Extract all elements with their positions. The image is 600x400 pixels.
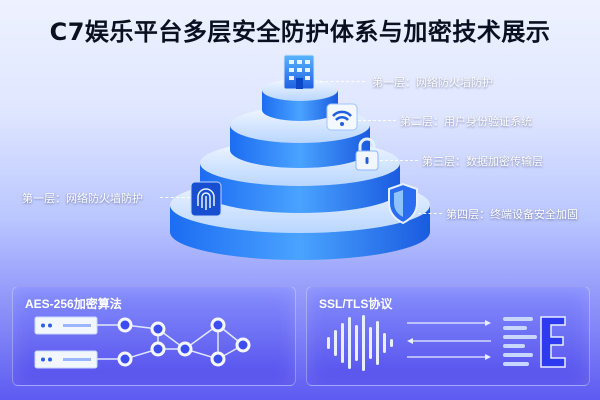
left-layer-label: 第一层：网络防火墙防护 — [22, 192, 143, 205]
connector-layer-2 — [358, 120, 396, 121]
network-node — [210, 351, 226, 367]
network-node — [235, 337, 251, 353]
connector-layer-3 — [380, 160, 418, 161]
layer-2-label: 第二层：用户身份验证系统 — [400, 115, 532, 128]
network-node — [117, 317, 133, 333]
building-icon — [283, 54, 315, 90]
encryption-network-graphic — [34, 316, 251, 369]
ssl-panel-title: SSL/TLS协议 — [319, 297, 393, 311]
server-icon — [34, 316, 98, 335]
ssl-panel: SSL/TLS协议 — [306, 286, 590, 386]
transfer-arrows-icon — [407, 320, 491, 360]
tier-1 — [262, 79, 338, 121]
layer-3-label: 第三层：数据加密传输层 — [422, 155, 543, 168]
aes-panel-title: AES-256加密算法 — [25, 297, 122, 311]
layer-4-label: 第四层：终端设备安全加固 — [446, 208, 578, 221]
server-icon — [34, 350, 98, 369]
network-node — [117, 351, 133, 367]
network-node — [210, 317, 226, 333]
aes-panel: AES-256加密算法 — [12, 286, 296, 386]
connector-layer-4 — [418, 213, 442, 214]
connector-left — [160, 197, 190, 198]
layer-1-label: 第一层：网络防火墙防护 — [372, 76, 493, 89]
connector-layer-1 — [320, 81, 365, 82]
shield-icon — [388, 182, 418, 225]
network-node — [150, 321, 166, 337]
secure-transfer-graphic — [327, 315, 566, 371]
network-node — [177, 341, 193, 357]
network-node — [150, 341, 166, 357]
wifi-icon — [326, 103, 358, 131]
document-lines-icon — [503, 316, 566, 368]
fingerprint-icon — [190, 181, 222, 217]
waveform-icon — [327, 315, 393, 371]
page-title: C7娱乐平台多层安全防护体系与加密技术展示 — [49, 18, 551, 46]
lock-icon — [355, 137, 379, 171]
